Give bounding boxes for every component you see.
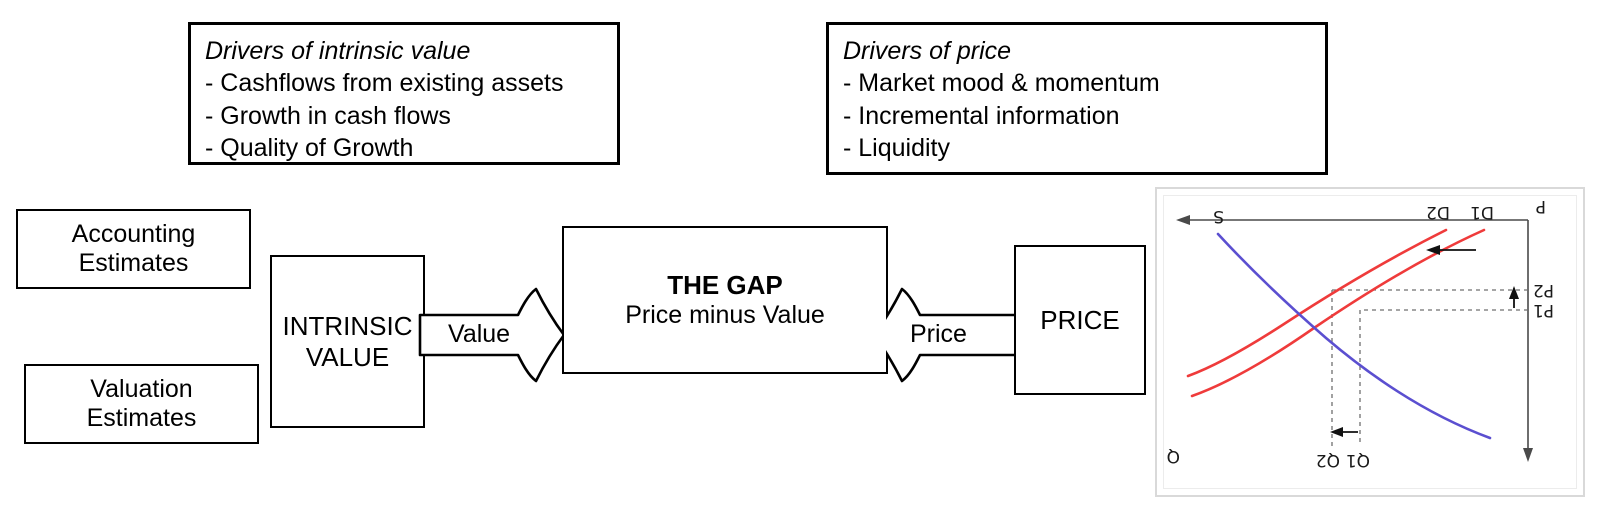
drivers-price-item-2: - Liquidity: [843, 134, 950, 162]
drivers-price-item-1: - Incremental information: [843, 101, 1120, 130]
chart-label-q1: Q1: [1345, 450, 1370, 470]
drivers-of-intrinsic-value-box: Drivers of intrinsic value - Cashflows f…: [188, 22, 620, 165]
valuation-estimates-line2: Estimates: [86, 404, 197, 432]
value-flow-arrow: Value: [418, 285, 566, 385]
price-flow-arrow: Price: [872, 285, 1018, 385]
demand-shift-arrow: [1426, 245, 1476, 255]
chart-label-s: S: [1213, 206, 1224, 226]
chart-label-q2: Q2: [1315, 450, 1340, 470]
price-change-arrow: [1509, 286, 1519, 308]
price-arrow-label: Price: [910, 320, 967, 348]
drivers-price-heading: Drivers of price: [843, 37, 1012, 65]
drivers-value-item-2: - Quality of Growth: [205, 134, 414, 162]
chart-label-q-axis: Q: [1166, 446, 1180, 466]
chart-label-p2: P2: [1532, 280, 1554, 300]
price-arrow-shape: [872, 287, 1018, 383]
the-gap-title: THE GAP: [667, 269, 783, 300]
quantity-change-arrow: [1330, 427, 1358, 437]
x-axis-arrowhead: [1176, 215, 1190, 225]
y-axis-arrowhead: [1523, 448, 1533, 462]
drivers-value-heading: Drivers of intrinsic value: [205, 37, 471, 65]
curve-d2: [1186, 228, 1448, 378]
drivers-value-item-0: - Cashflows from existing assets: [205, 69, 564, 97]
the-gap-box: THE GAP Price minus Value: [562, 226, 888, 374]
curve-d1: [1190, 228, 1486, 398]
chart-guide-lines: [1331, 289, 1528, 446]
chart-label-p1: P1: [1532, 300, 1554, 320]
accounting-estimates-line2: Estimates: [78, 249, 189, 277]
value-arrow-label: Value: [448, 320, 511, 348]
the-gap-subtitle: Price minus Value: [625, 300, 825, 329]
valuation-estimates-line1: Valuation: [90, 374, 193, 403]
supply-demand-chart-rotated-content: Q1 Q2 P1 P2 D1 D2 S Q P: [1164, 196, 1576, 488]
accounting-estimates-box: Accounting Estimates: [16, 209, 251, 289]
drivers-price-item-0: - Market mood & momentum: [843, 69, 1160, 97]
accounting-estimates-line1: Accounting: [71, 219, 196, 248]
drivers-of-price-box: Drivers of price - Market mood & momentu…: [826, 22, 1328, 175]
supply-demand-chart-panel: Q1 Q2 P1 P2 D1 D2 S Q P: [1155, 187, 1585, 497]
price-box-label: PRICE: [1040, 304, 1120, 335]
chart-label-p-axis: P: [1535, 196, 1546, 216]
chart-label-d2: D2: [1426, 202, 1450, 222]
intrinsic-value-box: INTRINSIC VALUE: [270, 255, 425, 428]
chart-axes: [1184, 219, 1529, 454]
value-arrow-shape: [418, 287, 566, 383]
drivers-value-item-1: - Growth in cash flows: [205, 101, 451, 130]
supply-demand-chart-inner-frame: Q1 Q2 P1 P2 D1 D2 S Q P: [1163, 195, 1577, 489]
intrinsic-value-line1: INTRINSIC: [282, 310, 413, 341]
supply-demand-plot: [1176, 215, 1533, 462]
price-box: PRICE: [1014, 245, 1146, 395]
curve-s: [1216, 232, 1492, 440]
chart-label-d1: D1: [1470, 202, 1494, 222]
intrinsic-value-line2: VALUE: [305, 341, 390, 372]
valuation-estimates-box: Valuation Estimates: [24, 364, 259, 444]
